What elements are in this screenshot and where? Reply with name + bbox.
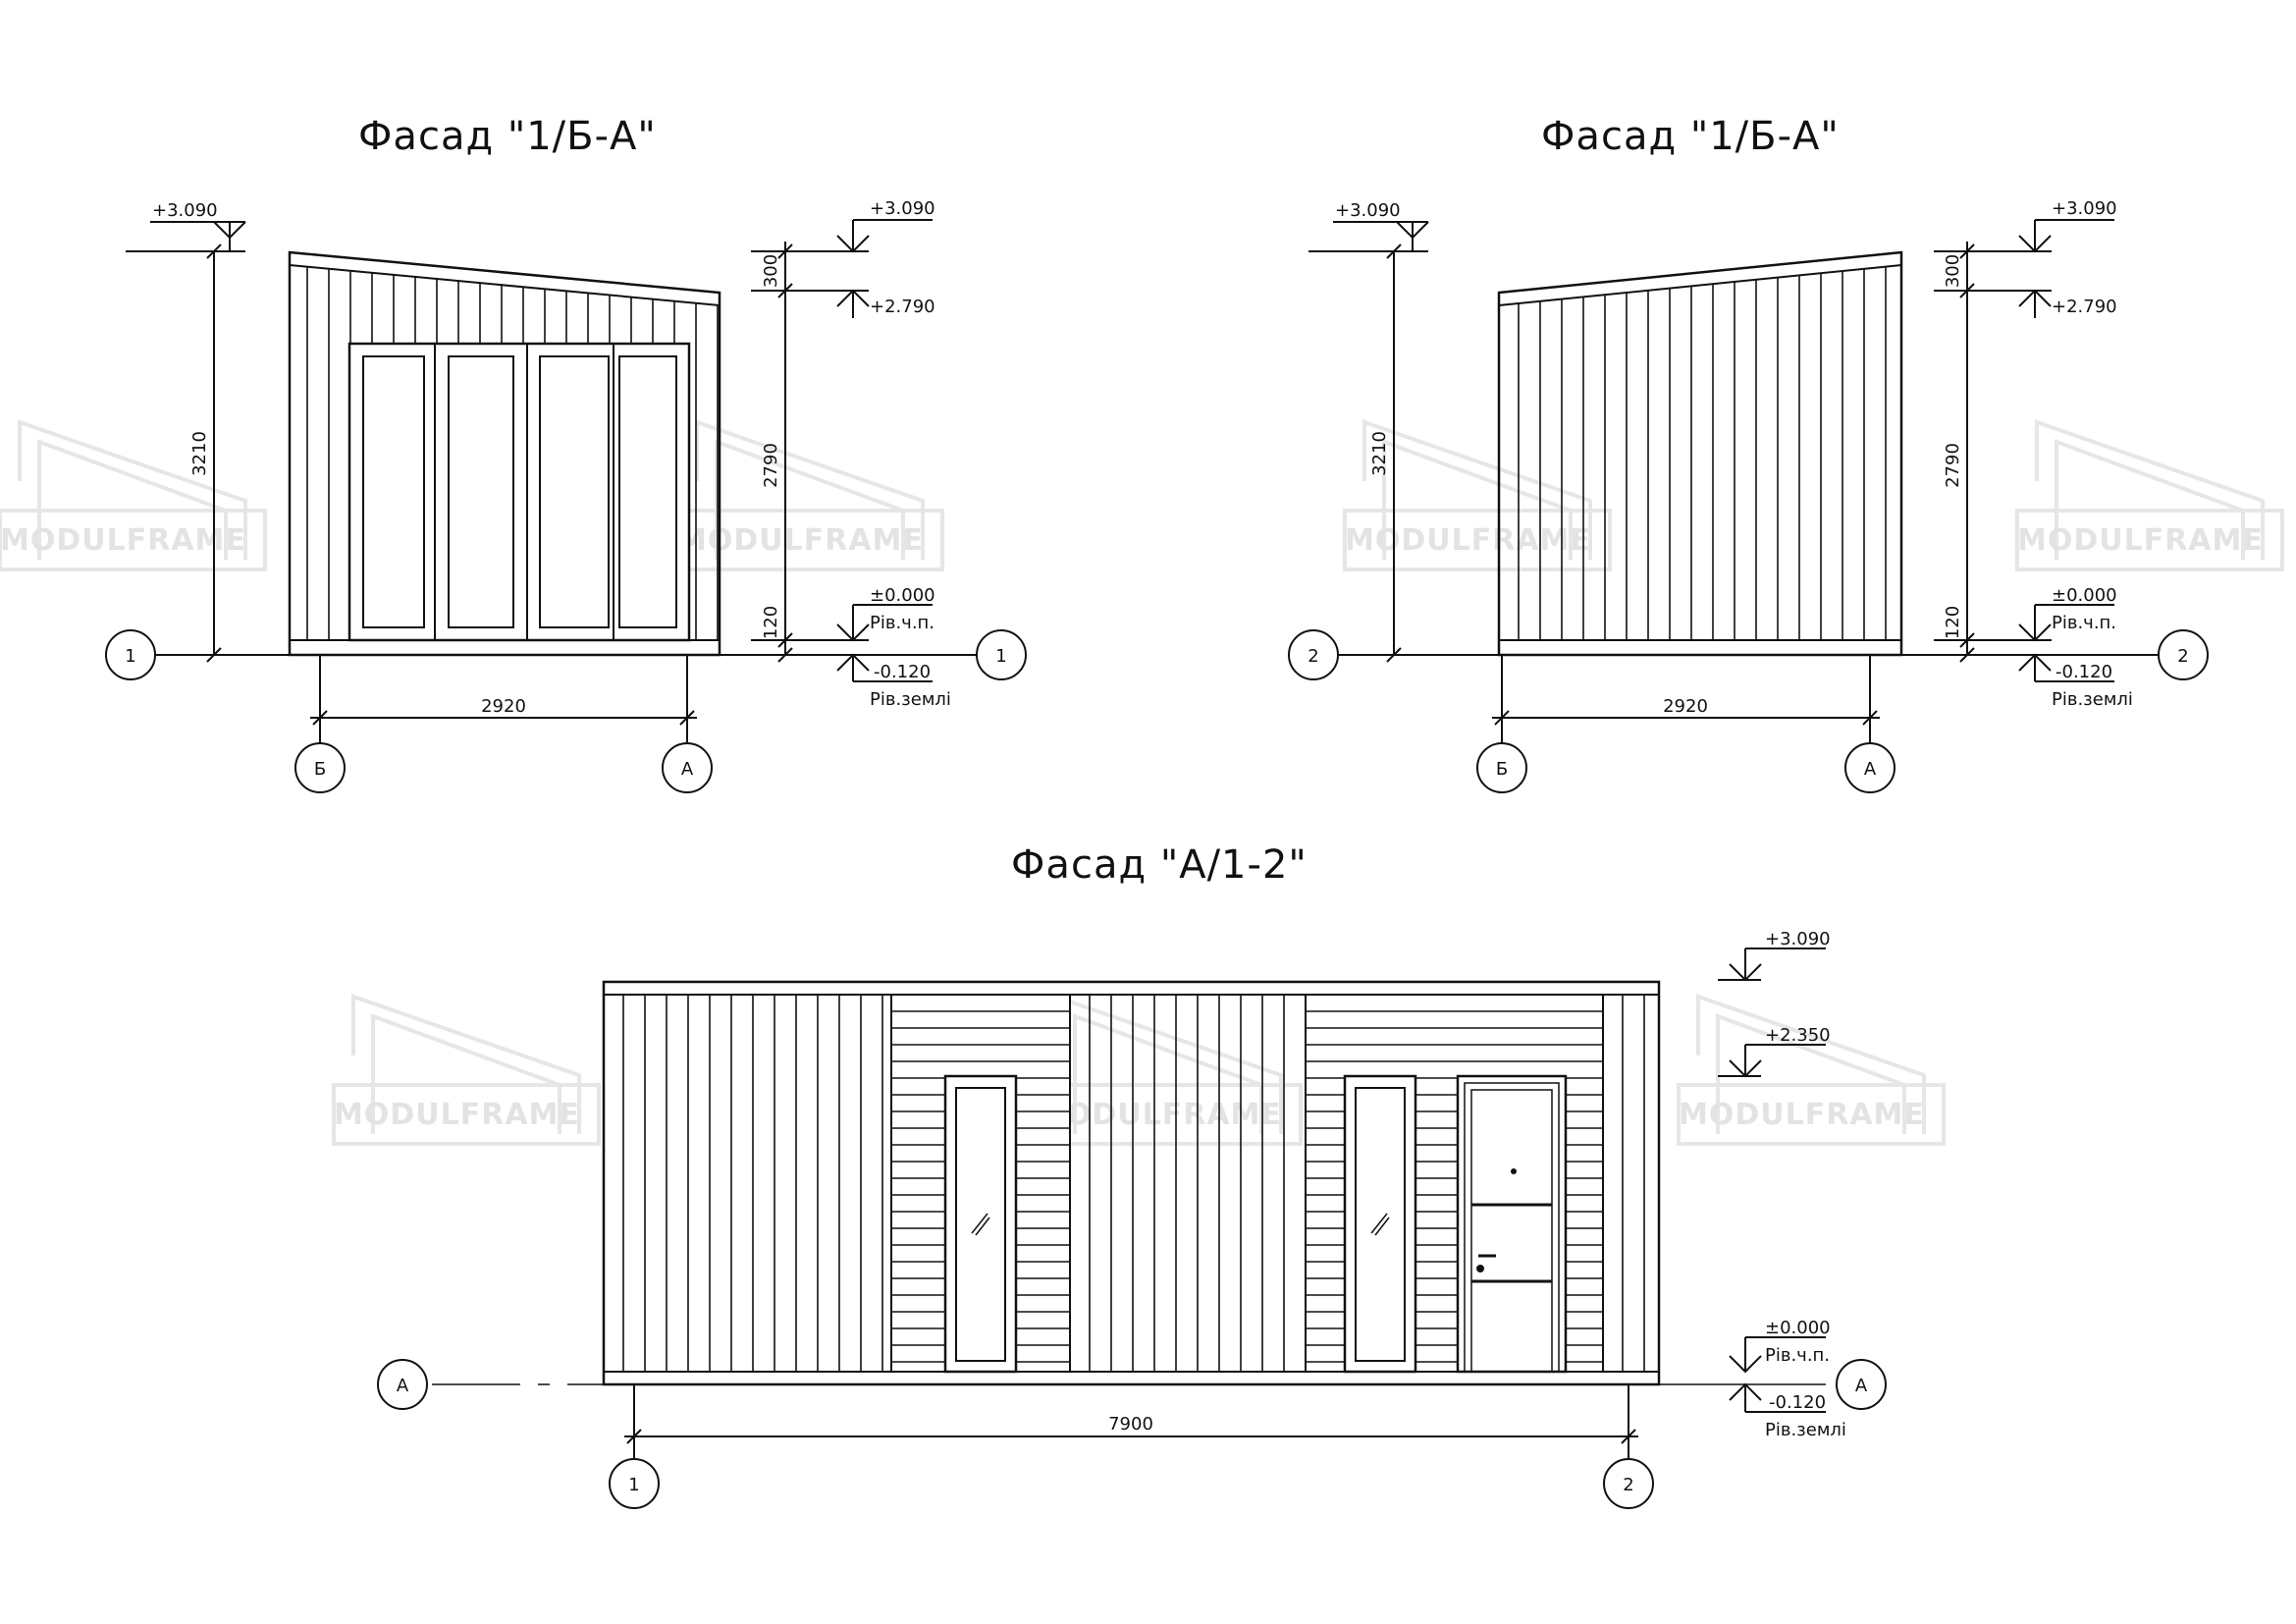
watermark-text: MODULFRAME	[1036, 1098, 1282, 1132]
glass-panel	[618, 355, 677, 628]
level-zero: ±0.000	[2052, 585, 2117, 606]
facade-title: Фасад "1/Б-А"	[358, 114, 657, 159]
level-mid: +2.350	[1765, 1025, 1831, 1046]
level-top-right: +3.090	[2052, 198, 2117, 219]
roof-fascia	[1498, 264, 1902, 306]
axis-bubble-b: Б	[1496, 759, 1508, 780]
vertical-cladding	[622, 995, 1645, 1372]
watermark-logo: MODULFRAME	[2015, 420, 2284, 571]
level-zero-note: Рів.ч.п.	[1765, 1345, 1830, 1366]
level-eave: +2.790	[2052, 297, 2117, 317]
dim-mid: 2790	[761, 443, 781, 488]
watermark-text: MODULFRAME	[677, 523, 924, 558]
facade-outline	[602, 980, 1661, 1386]
dim-width: 7900	[1108, 1414, 1153, 1435]
dim-total: 3210	[1369, 431, 1390, 476]
watermarks: MODULFRAME MODULFRAME MODULFRAME MODULFR…	[0, 420, 2284, 1146]
facade-right: Фасад "1/Б-А" 3210 +3.090 300 2790 120 +…	[1288, 114, 2209, 793]
dim-bottom: 120	[1943, 606, 1963, 639]
roof-fascia	[289, 264, 721, 306]
watermark-logo: MODULFRAME	[1343, 420, 1612, 571]
axis-bubble-b: Б	[314, 759, 326, 780]
watermark-logo: MODULFRAME	[1034, 995, 1303, 1146]
axis-bubble-a: А	[681, 759, 694, 780]
vertical-cladding	[1518, 266, 1887, 640]
watermark-text: MODULFRAME	[1679, 1098, 1925, 1132]
level-ground-note: Рів.землі	[1765, 1420, 1846, 1440]
level-top: +3.090	[152, 200, 218, 221]
level-ground: -0.120	[1769, 1392, 1826, 1413]
entrance-door	[1456, 1074, 1568, 1374]
glazing-frame	[347, 342, 691, 642]
dim-width: 2920	[481, 696, 526, 717]
watermark-logo: MODULFRAME	[0, 420, 267, 571]
watermark-logo: MODULFRAME	[1677, 995, 1946, 1146]
axis-bubble-left: 2	[1308, 646, 1318, 667]
axis-bubble-a: А	[1864, 759, 1877, 780]
dim-bottom: 120	[761, 606, 781, 639]
level-ground-note: Рів.землі	[870, 689, 951, 710]
level-ground: -0.120	[2056, 662, 2112, 682]
watermark-text: MODULFRAME	[2017, 523, 2264, 558]
level-zero: ±0.000	[870, 585, 935, 606]
axis-bubble-right: 2	[2177, 646, 2188, 667]
axis-bubble-left: 1	[125, 646, 135, 667]
axis-bubble-left: А	[397, 1376, 409, 1396]
glass-panel	[539, 355, 610, 628]
facade-title: Фасад "1/Б-А"	[1541, 114, 1840, 159]
watermark-logo: MODULFRAME	[332, 995, 601, 1146]
dim-total: 3210	[189, 431, 210, 476]
axis-bubble-right: 1	[995, 646, 1006, 667]
window-glass	[1355, 1087, 1406, 1362]
facade-outline	[288, 250, 721, 657]
level-top: +3.090	[1335, 200, 1401, 221]
dim-mid: 2790	[1943, 443, 1963, 488]
level-zero-note: Рів.ч.п.	[2052, 613, 2116, 633]
facade-left: Фасад "1/Б-А" 3210 +3.090	[105, 114, 1027, 793]
facade-title: Фасад "А/1-2"	[1011, 842, 1308, 888]
dim-top: 300	[1943, 254, 1963, 288]
level-ground: -0.120	[874, 662, 931, 682]
axis-bubble-1: 1	[628, 1475, 639, 1495]
dim-width: 2920	[1663, 696, 1708, 717]
level-eave: +2.790	[870, 297, 935, 317]
glass-panel	[448, 355, 514, 628]
level-zero-note: Рів.ч.п.	[870, 613, 934, 633]
watermark-text: MODULFRAME	[0, 523, 246, 558]
level-top-right: +3.090	[870, 198, 935, 219]
axis-bubble-right: А	[1855, 1376, 1868, 1396]
watermark-text: MODULFRAME	[1345, 523, 1591, 558]
axis-bubble-2: 2	[1623, 1475, 1633, 1495]
level-ground-note: Рів.землі	[2052, 689, 2133, 710]
window-glass	[955, 1087, 1006, 1362]
facade-outline	[1497, 250, 1903, 657]
level-top: +3.090	[1765, 929, 1831, 949]
glass-panel	[362, 355, 425, 628]
level-zero: ±0.000	[1765, 1318, 1831, 1338]
watermark-text: MODULFRAME	[334, 1098, 580, 1132]
dim-top: 300	[761, 254, 781, 288]
facade-bottom: Фасад "А/1-2" +	[377, 842, 1887, 1509]
